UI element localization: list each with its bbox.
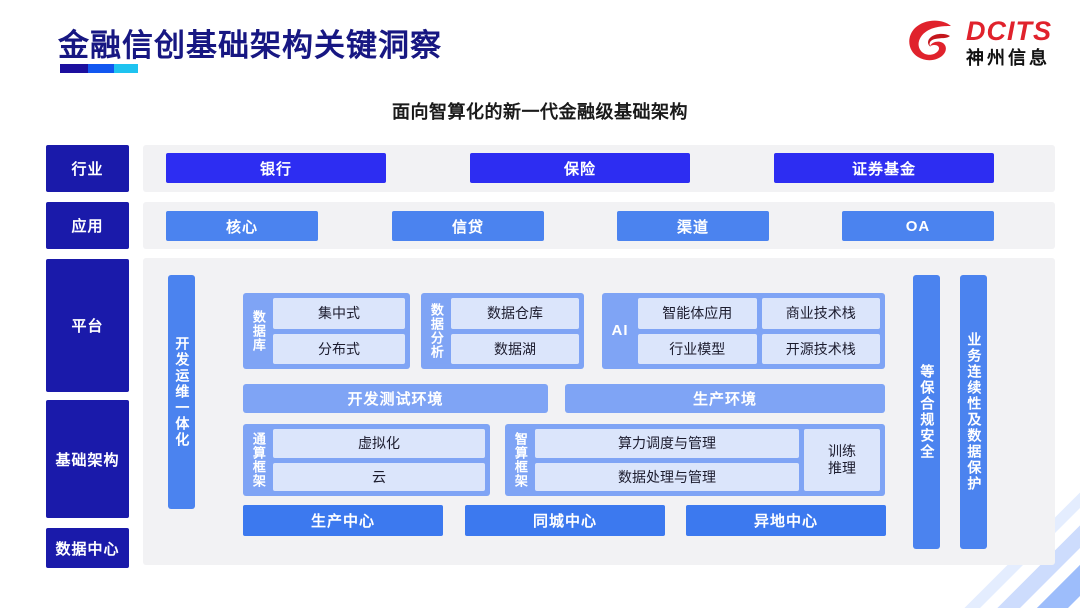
stripe-2 — [751, 576, 1080, 608]
logo-text-en: DCITS — [966, 16, 1052, 46]
framework-intelligent-cell-0[interactable]: 算力调度与管理 — [535, 429, 799, 458]
framework-intelligent-cell-1[interactable]: 数据处理与管理 — [535, 462, 799, 491]
application-chip-core[interactable]: 核心 — [166, 211, 318, 241]
group-database[interactable]: 数据库 集中式 分布式 — [243, 293, 410, 369]
group-ai-cell-0-0[interactable]: 智能体应用 — [638, 298, 757, 329]
framework-general-cell-1[interactable]: 云 — [273, 462, 485, 491]
framework-training-inference[interactable]: 训练 推理 — [804, 429, 880, 491]
application-label-2: 渠道 — [676, 218, 709, 236]
group-label-database: 数据库 — [250, 310, 266, 352]
environment-production[interactable]: 生产环境 — [565, 384, 885, 413]
datacenter-label-2: 异地中心 — [753, 513, 818, 530]
swirl-logo-icon — [909, 20, 951, 60]
rule-segment-cyan — [114, 64, 138, 73]
datacenter-chip-remote[interactable]: 异地中心 — [686, 505, 886, 536]
datacenter-chip-production[interactable]: 生产中心 — [243, 505, 443, 536]
compliance-security-vertical-bar[interactable]: 等保合规安全 — [913, 275, 940, 549]
group-label-data-analysis: 数据分析 — [428, 303, 444, 359]
industry-label-0: 银行 — [259, 160, 292, 178]
sidebar-label-infrastructure: 基础架构 — [55, 451, 120, 469]
group-ai-cell-0-1[interactable]: 行业模型 — [638, 333, 757, 364]
devops-label: 开发运维一体化 — [174, 336, 191, 448]
business-continuity-vertical-bar[interactable]: 业务连续性及数据保护 — [960, 275, 987, 549]
application-chip-channel[interactable]: 渠道 — [617, 211, 769, 241]
environment-dev-test[interactable]: 开发测试环境 — [243, 384, 548, 413]
group-ai[interactable]: AI 智能体应用 行业模型 商业技术栈 开源技术栈 — [602, 293, 885, 369]
application-label-1: 信贷 — [451, 218, 484, 236]
industry-label-2: 证券基金 — [851, 160, 916, 178]
group-data-analysis-cell-1[interactable]: 数据湖 — [451, 333, 579, 364]
application-chip-oa[interactable]: OA — [842, 211, 994, 241]
datacenter-label-0: 生产中心 — [310, 513, 375, 530]
framework-label-intelligent: 智算框架 — [512, 432, 528, 488]
title-underline-rule — [60, 64, 138, 73]
rule-segment-blue — [88, 64, 114, 73]
business-continuity-label: 业务连续性及数据保护 — [966, 332, 983, 492]
framework-label-general: 通算框架 — [250, 432, 266, 488]
rule-segment-navy — [60, 64, 88, 73]
group-data-analysis[interactable]: 数据分析 数据仓库 数据湖 — [421, 293, 584, 369]
sidebar-label-datacenter: 数据中心 — [55, 540, 120, 558]
industry-chip-bank[interactable]: 银行 — [166, 153, 386, 183]
devops-vertical-bar[interactable]: 开发运维一体化 — [168, 275, 195, 509]
sidebar-item-infrastructure[interactable]: 基础架构 — [46, 400, 129, 518]
industry-label-1: 保险 — [563, 160, 596, 178]
page-title: 金融信创基础架构关键洞察 — [58, 28, 442, 63]
sidebar-item-datacenter[interactable]: 数据中心 — [46, 528, 129, 568]
application-label-0: 核心 — [225, 218, 258, 236]
group-label-ai: AI — [611, 322, 629, 340]
industry-chip-securities-fund[interactable]: 证券基金 — [774, 153, 994, 183]
group-database-cell-1[interactable]: 分布式 — [273, 333, 405, 364]
sidebar-item-industry[interactable]: 行业 — [46, 145, 129, 192]
sidebar-item-platform[interactable]: 平台 — [46, 259, 129, 392]
group-ai-cell-1-0[interactable]: 商业技术栈 — [761, 298, 880, 329]
group-data-analysis-cell-0[interactable]: 数据仓库 — [451, 298, 579, 329]
group-database-cell-0[interactable]: 集中式 — [273, 298, 405, 329]
framework-training-inference-label: 训练 推理 — [828, 443, 856, 476]
sidebar-label-platform: 平台 — [71, 318, 104, 335]
diagram-subtitle: 面向智算化的新一代金融级基础架构 — [392, 102, 688, 122]
environment-label-1: 生产环境 — [692, 391, 757, 408]
sidebar-label-application: 应用 — [71, 218, 104, 235]
framework-general-cell-0[interactable]: 虚拟化 — [273, 429, 485, 458]
sidebar-label-industry: 行业 — [71, 161, 104, 178]
sidebar-item-application[interactable]: 应用 — [46, 202, 129, 249]
application-chip-credit[interactable]: 信贷 — [392, 211, 544, 241]
datacenter-label-1: 同城中心 — [532, 513, 597, 530]
datacenter-chip-same-city[interactable]: 同城中心 — [465, 505, 665, 536]
industry-chip-insurance[interactable]: 保险 — [470, 153, 690, 183]
logo-text-cn: 神州信息 — [966, 48, 1050, 68]
environment-label-0: 开发测试环境 — [347, 391, 444, 408]
framework-general-compute[interactable]: 通算框架 虚拟化 云 — [243, 424, 490, 496]
framework-intelligent-compute[interactable]: 智算框架 算力调度与管理 数据处理与管理 训练 推理 — [505, 424, 885, 496]
group-ai-cell-1-1[interactable]: 开源技术栈 — [761, 333, 880, 364]
brand-logo: DCITS 神州信息 — [907, 18, 1052, 67]
compliance-security-label: 等保合规安全 — [919, 364, 936, 460]
application-label-3: OA — [905, 217, 931, 235]
